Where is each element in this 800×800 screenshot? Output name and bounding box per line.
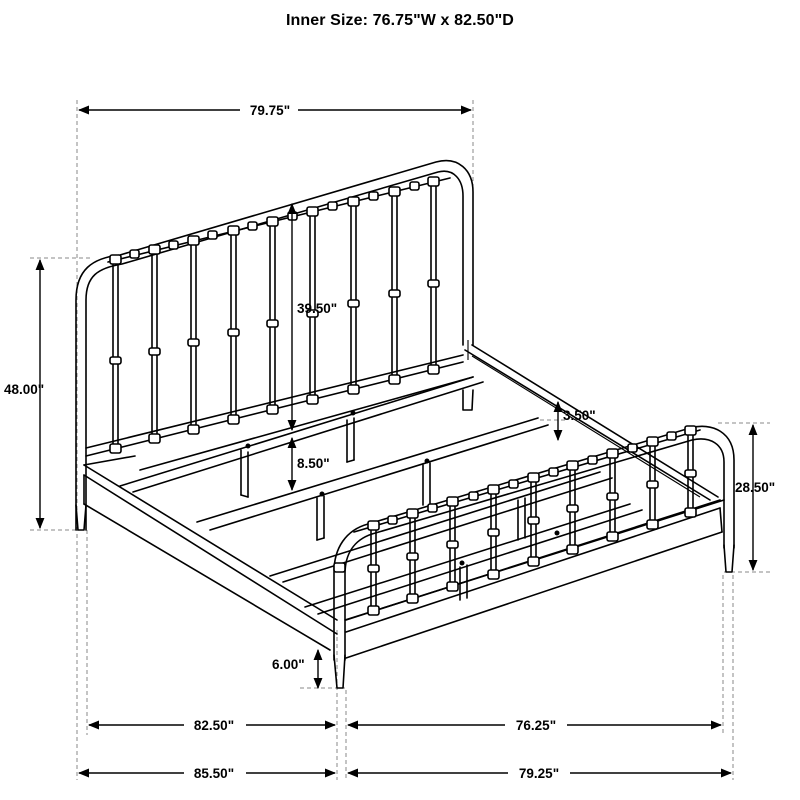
headboard-height-label: 39.50": [297, 301, 337, 316]
extension-guides: [30, 100, 770, 780]
label-backgrounds: [184, 101, 570, 782]
leg-height-label: 6.00": [272, 657, 305, 672]
bed-slats: [119, 376, 643, 615]
footboard-height-label: 28.50": [735, 480, 775, 495]
near-side-rail: [83, 455, 338, 651]
dimension-labels: 79.75" 48.00" 39.50" 8.50" 3.50" 28.50" …: [4, 103, 775, 781]
headboard-width-label: 79.75": [250, 103, 290, 118]
footboard-spindles: [370, 431, 694, 613]
overall-length-label: 85.50": [194, 766, 234, 781]
rail-clearance-label: 8.50": [297, 456, 330, 471]
footboard: [333, 425, 735, 689]
footboard-collars: [333, 425, 697, 616]
diagram-title: Inner Size: 76.75"W x 82.50"D: [286, 12, 514, 29]
headboard: [75, 159, 474, 531]
rail-height-label: 3.50": [563, 408, 596, 423]
inner-length-label: 82.50": [194, 718, 234, 733]
total-height-label: 48.00": [4, 382, 44, 397]
bed-frame: [75, 159, 735, 689]
overall-width-label: 79.25": [519, 766, 559, 781]
inner-width-label: 76.25": [516, 718, 556, 733]
far-side-rail: [464, 340, 719, 501]
headboard-spindles: [112, 182, 437, 449]
